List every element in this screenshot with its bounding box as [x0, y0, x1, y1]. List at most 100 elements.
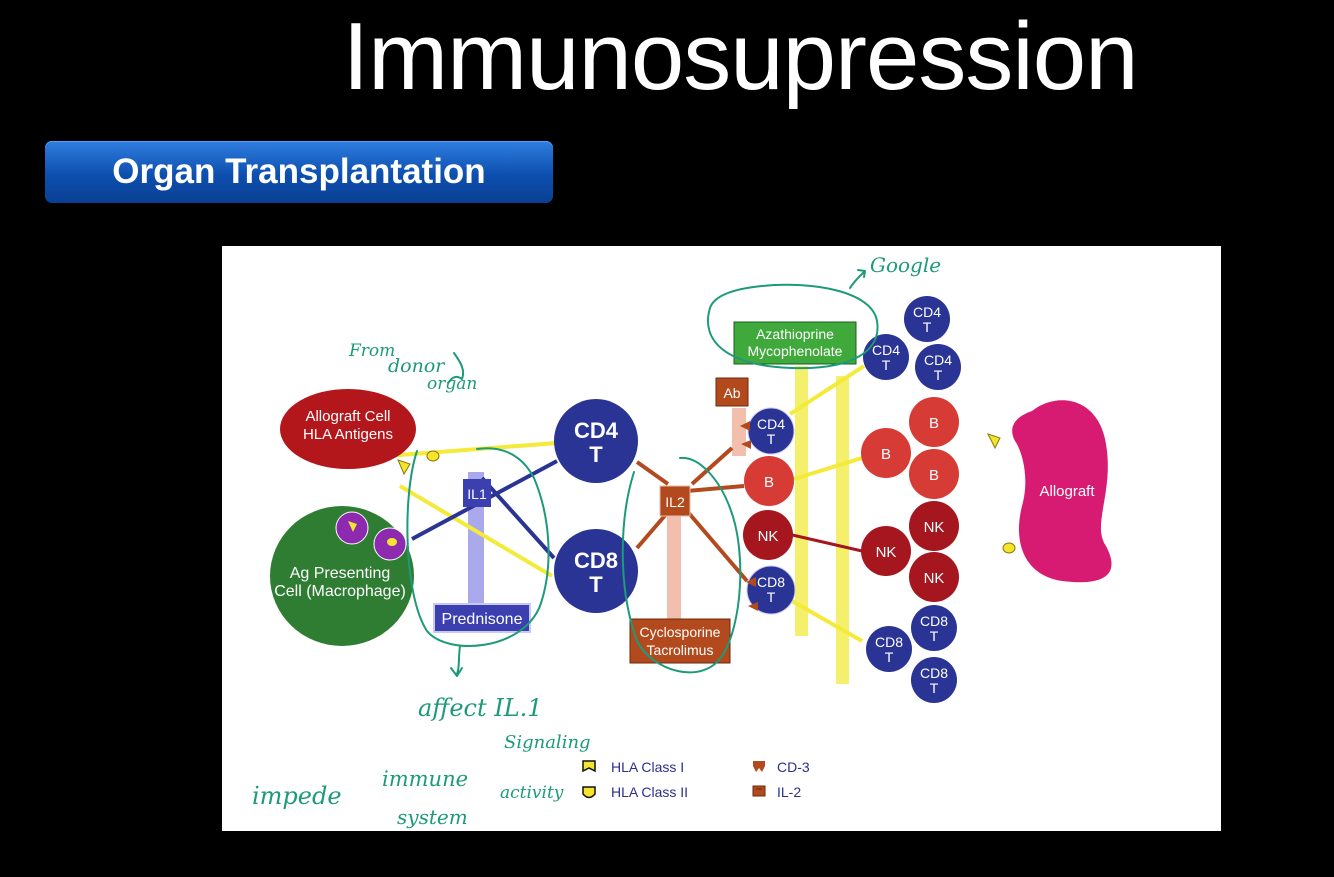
cd8-t-cell-large: CD8 T	[554, 529, 638, 613]
immunosuppression-diagram: Allograft Cell HLA Antigens Ag Presentin…	[252, 253, 1112, 829]
allograft-cell-label-2: HLA Antigens	[303, 426, 393, 443]
annotation-from: From	[348, 341, 395, 361]
slide-title: Immunosupression	[342, 3, 1138, 110]
legend-cd3: CD-3	[777, 759, 810, 775]
annotation-impede: impede	[252, 782, 342, 810]
b-group-3-label: B	[929, 467, 939, 484]
il1-label: IL1	[467, 486, 487, 502]
cd4-group-3-label-2: T	[934, 367, 943, 383]
nk-group-3-label: NK	[924, 570, 945, 587]
legend-il2: IL-2	[777, 784, 801, 800]
hla-class-1-marker	[397, 459, 411, 476]
hla-class-1-marker	[348, 521, 357, 532]
il2-box	[659, 485, 691, 517]
b-group-2-label: B	[881, 446, 891, 463]
hla-class-1-marker	[987, 433, 1001, 450]
azathioprine-box	[733, 321, 857, 365]
cd4-t-cell-large: CD4 T	[554, 399, 638, 483]
cd4-t-cell-middle: CD4 T	[747, 407, 795, 455]
cd4-group-3-label-1: CD4	[924, 352, 952, 368]
hla-class-2-marker	[426, 450, 440, 462]
ab-bar	[732, 408, 746, 456]
allograft-cell-label-1: Allograft Cell	[305, 408, 390, 425]
cd8-middle-label-2: T	[767, 589, 776, 605]
annotation-affect-il1: affect IL.1	[418, 694, 543, 722]
cd8-t-cell-middle: CD8 T	[746, 565, 796, 615]
cd4-group-2-label-1: CD4	[872, 342, 900, 358]
b-middle-label: B	[764, 474, 774, 491]
il1-box	[463, 479, 491, 507]
cd4-group-2-label-2: T	[882, 357, 891, 373]
donor-arrow	[447, 352, 465, 384]
cyclosporine-label-1: Cyclosporine	[640, 624, 721, 640]
azathioprine-circle	[707, 283, 879, 370]
apc-macrophage: Ag Presenting Cell (Macrophage)	[270, 506, 414, 646]
cd8-group-2-label-1: CD8	[875, 634, 903, 650]
prednisone-label: Prednisone	[442, 611, 523, 628]
allograft-organ: Allograft	[987, 400, 1112, 583]
cd4-large-label-2: T	[589, 442, 603, 467]
nk-middle-label: NK	[758, 528, 779, 545]
cd8-group-3-label-2: T	[930, 680, 939, 696]
cd8-large-label-1: CD8	[574, 548, 618, 573]
cd4-middle-label-1: CD4	[757, 416, 785, 432]
cd8-t-cell-group: CD8 T CD8 T CD8 T	[866, 605, 957, 703]
legend-hla-class-2: HLA Class II	[611, 784, 688, 800]
azathioprine-bar-2	[836, 376, 849, 684]
hla-class-2-marker	[387, 538, 397, 546]
annotation-donor: donor	[388, 355, 446, 377]
annotation-organ: organ	[427, 374, 477, 394]
prednisone-circle	[406, 447, 550, 647]
hla-class-2-legend-icon	[582, 786, 596, 799]
cd4-t-cell-group: CD4 T CD4 T CD4 T	[863, 296, 961, 390]
section-label: Organ Transplantation	[45, 141, 553, 203]
connection-lines	[386, 364, 866, 643]
b-cell-group: B B B	[861, 397, 959, 499]
cd4-large-label-1: CD4	[574, 418, 619, 443]
nk-group-2-label: NK	[876, 544, 897, 561]
azathioprine-label-2: Mycophenolate	[748, 343, 843, 359]
allograft-organ-label: Allograft	[1039, 483, 1095, 500]
cd8-group-3-label-1: CD8	[920, 665, 948, 681]
annotation-immune: immune	[382, 767, 468, 791]
annotation-google: Google	[870, 253, 941, 277]
prednisone-arrow	[450, 645, 463, 677]
antibody-box	[715, 377, 749, 407]
cd8-middle-label-1: CD8	[757, 574, 785, 590]
hla-class-2-marker	[1002, 542, 1016, 554]
il2-legend-icon	[752, 785, 766, 797]
google-arrow	[849, 269, 866, 289]
prednisone-box	[433, 603, 531, 633]
cyclosporine-box	[629, 618, 731, 664]
cd4-group-1-label-2: T	[923, 319, 932, 335]
nk-cell-middle: NK	[743, 510, 793, 560]
annotation-system: system	[397, 805, 468, 829]
b-group-1-label: B	[929, 415, 939, 432]
diagram-panel: Allograft Cell HLA Antigens Ag Presentin…	[222, 246, 1221, 831]
b-cell-middle: B	[744, 456, 794, 506]
legend-hla-class-1: HLA Class I	[611, 759, 684, 775]
apc-label-2: Cell (Macrophage)	[274, 583, 406, 600]
cyclosporine-label-2: Tacrolimus	[647, 642, 714, 658]
cd8-group-1-label-2: T	[930, 628, 939, 644]
cyclosporine-bar	[667, 506, 681, 632]
handwritten-annotations: From donor organ affect IL.1 Signaling i…	[252, 253, 941, 829]
azathioprine-label-1: Azathioprine	[756, 326, 834, 342]
antibody-label: Ab	[723, 385, 740, 401]
allograft-cell: Allograft Cell HLA Antigens	[280, 389, 440, 476]
annotation-signaling: Signaling	[504, 732, 591, 753]
cd3-legend-icon	[753, 761, 765, 772]
cyclosporine-circle	[621, 456, 742, 674]
legend: HLA Class I HLA Class II CD-3 IL-2	[582, 759, 810, 800]
cd4-group-1-label-1: CD4	[913, 304, 941, 320]
cd8-group-1-label-1: CD8	[920, 613, 948, 629]
apc-label-1: Ag Presenting	[290, 565, 391, 582]
nk-group-1-label: NK	[924, 519, 945, 536]
nk-cell-group: NK NK NK	[861, 501, 959, 602]
cd8-large-label-2: T	[589, 572, 603, 597]
il2-label: IL2	[665, 494, 685, 510]
azathioprine-bar-1	[795, 366, 808, 636]
hla-class-1-legend-icon	[582, 760, 596, 773]
cd8-group-2-label-2: T	[885, 649, 894, 665]
annotation-activity: activity	[500, 783, 564, 803]
